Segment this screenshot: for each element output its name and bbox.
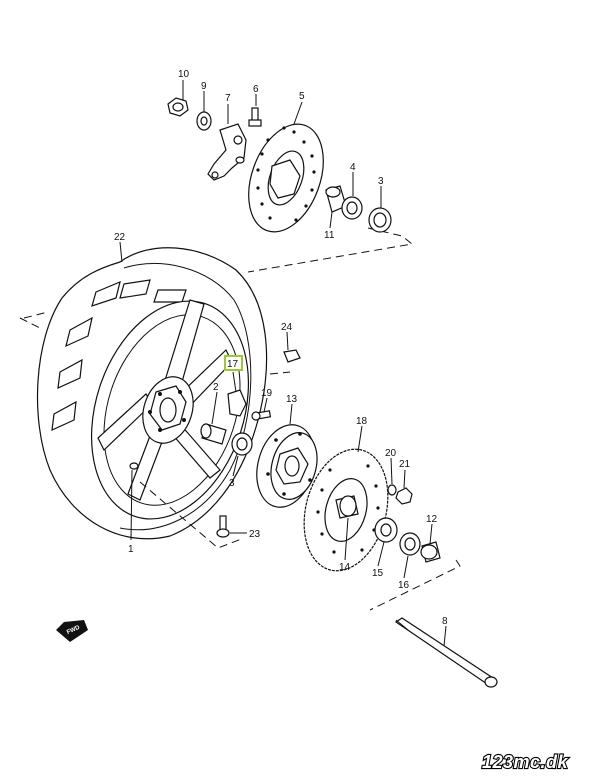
label-21[interactable]: 21 xyxy=(399,459,411,470)
seal-3-top xyxy=(368,207,392,233)
watermark: 123mc.dk xyxy=(482,752,569,772)
forward-arrow-icon: FWD xyxy=(56,620,88,642)
washer-9 xyxy=(196,111,212,131)
bearing-4 xyxy=(341,196,363,220)
label-3-top[interactable]: 3 xyxy=(378,176,384,187)
damper-17 xyxy=(227,389,247,417)
guide-line xyxy=(23,311,49,319)
hub-sleeve-14 xyxy=(335,495,359,519)
label-5[interactable]: 5 xyxy=(299,91,305,102)
fwd-text: FWD xyxy=(66,624,82,635)
label-9[interactable]: 9 xyxy=(201,81,207,92)
part-labels: 10 9 7 6 5 4 3 11 22 24 17 2 19 13 18 20… xyxy=(114,69,448,627)
caliper-bracket-7 xyxy=(207,123,247,181)
spacer-12 xyxy=(420,541,441,563)
rear-wheel-1 xyxy=(36,247,268,540)
sprocket-drum-13 xyxy=(256,424,318,508)
label-14[interactable]: 14 xyxy=(339,562,351,573)
label-6[interactable]: 6 xyxy=(253,84,259,95)
guide-line xyxy=(19,317,41,329)
label-22[interactable]: 22 xyxy=(114,232,126,243)
guide-line xyxy=(139,481,245,549)
label-20[interactable]: 20 xyxy=(385,448,397,459)
nut-10 xyxy=(167,97,189,117)
label-13[interactable]: 13 xyxy=(286,394,298,405)
bearing-3-mid xyxy=(231,432,253,456)
label-16[interactable]: 16 xyxy=(398,580,410,591)
label-24[interactable]: 24 xyxy=(281,322,293,333)
label-12[interactable]: 12 xyxy=(426,514,438,525)
label-2[interactable]: 2 xyxy=(213,382,219,393)
guide-line xyxy=(369,559,461,611)
highlight-box xyxy=(224,355,243,371)
damper-24 xyxy=(283,349,301,363)
guide-line xyxy=(269,371,291,375)
nut-21 xyxy=(395,487,413,505)
guide-line xyxy=(247,227,414,273)
bearing-15 xyxy=(374,517,398,543)
seal-16 xyxy=(399,532,421,556)
bolt-19 xyxy=(251,410,272,421)
label-23[interactable]: 23 xyxy=(249,529,261,540)
spacer-2 xyxy=(200,423,227,445)
leader-lines xyxy=(119,80,447,647)
label-10[interactable]: 10 xyxy=(178,69,190,80)
nut-20 xyxy=(387,484,397,496)
label-3-mid[interactable]: 3 xyxy=(229,478,235,489)
label-15[interactable]: 15 xyxy=(372,568,384,579)
label-11[interactable]: 11 xyxy=(324,230,335,241)
bolt-6 xyxy=(248,107,262,127)
label-19[interactable]: 19 xyxy=(261,388,273,399)
label-4[interactable]: 4 xyxy=(350,162,356,173)
label-7[interactable]: 7 xyxy=(225,93,231,104)
brake-disc-5 xyxy=(248,123,324,233)
label-1[interactable]: 1 xyxy=(128,544,134,555)
label-17[interactable]: 17 xyxy=(227,359,239,370)
label-18[interactable]: 18 xyxy=(356,416,368,427)
axle-8 xyxy=(394,617,498,688)
valve-23 xyxy=(216,515,230,538)
label-8[interactable]: 8 xyxy=(442,616,448,627)
